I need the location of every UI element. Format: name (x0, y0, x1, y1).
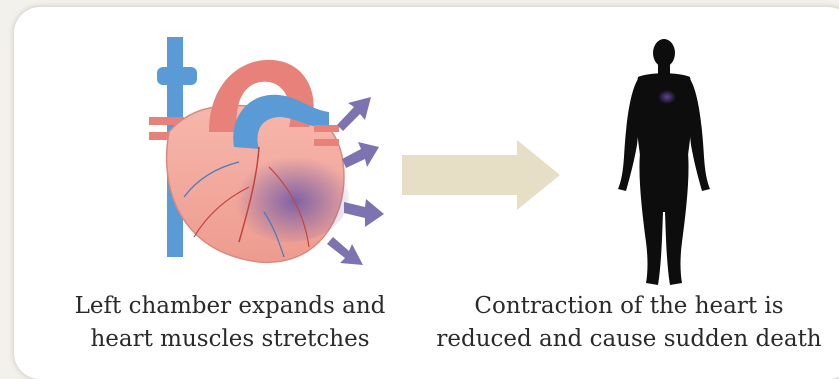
left-caption: Left chamber expands and heart muscles s… (50, 290, 410, 356)
enlarged-heart-icon (139, 37, 399, 277)
left-caption-line-2: heart muscles stretches (50, 323, 410, 356)
left-caption-line-1: Left chamber expands and (50, 290, 410, 323)
right-caption-line-1: Contraction of the heart is (429, 290, 829, 323)
right-arrow-icon (402, 140, 562, 210)
right-caption: Contraction of the heart is reduced and … (429, 290, 829, 356)
diagram-card: Left chamber expands and heart muscles s… (14, 7, 839, 379)
right-caption-line-2: reduced and cause sudden death (429, 323, 829, 356)
human-silhouette-icon (604, 37, 724, 287)
